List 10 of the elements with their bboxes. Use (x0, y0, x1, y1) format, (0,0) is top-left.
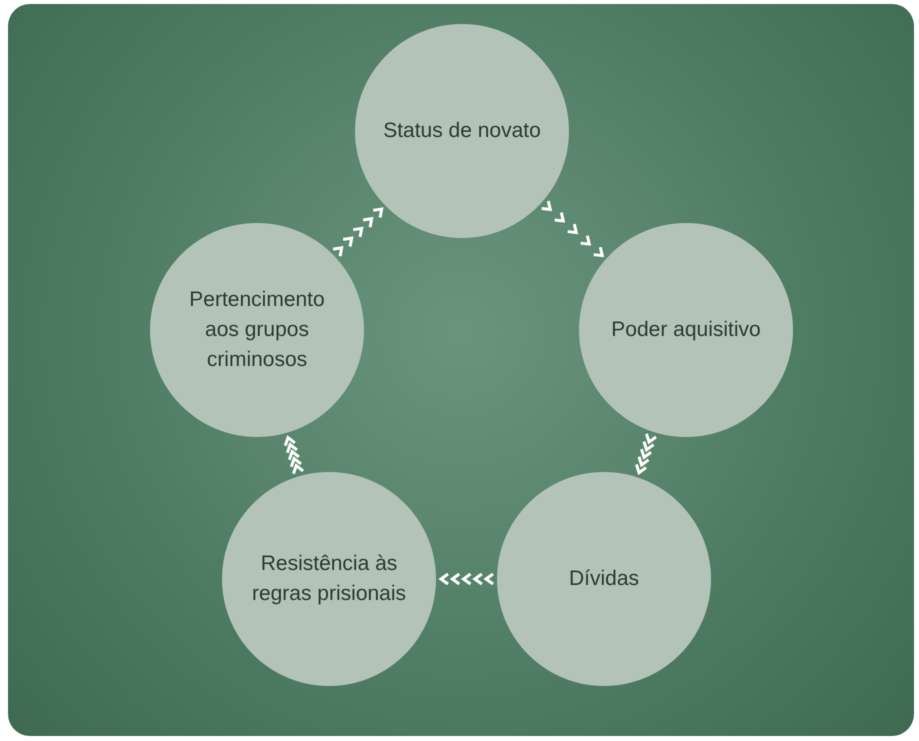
chevron-arrow (542, 200, 604, 258)
chevron-arrow (284, 435, 304, 474)
node-label: Poder aquisitivo (611, 317, 761, 343)
node-label: Status de novato (383, 118, 541, 144)
node-label: Resistência às regras prisionais (250, 551, 408, 607)
chevron-arrow (438, 572, 494, 586)
chevron-arrow (635, 433, 657, 476)
node-label: Dívidas (568, 566, 640, 592)
chevron-arrow (332, 207, 384, 256)
node-label: Pertencimento aos grupos criminosos (188, 287, 326, 373)
